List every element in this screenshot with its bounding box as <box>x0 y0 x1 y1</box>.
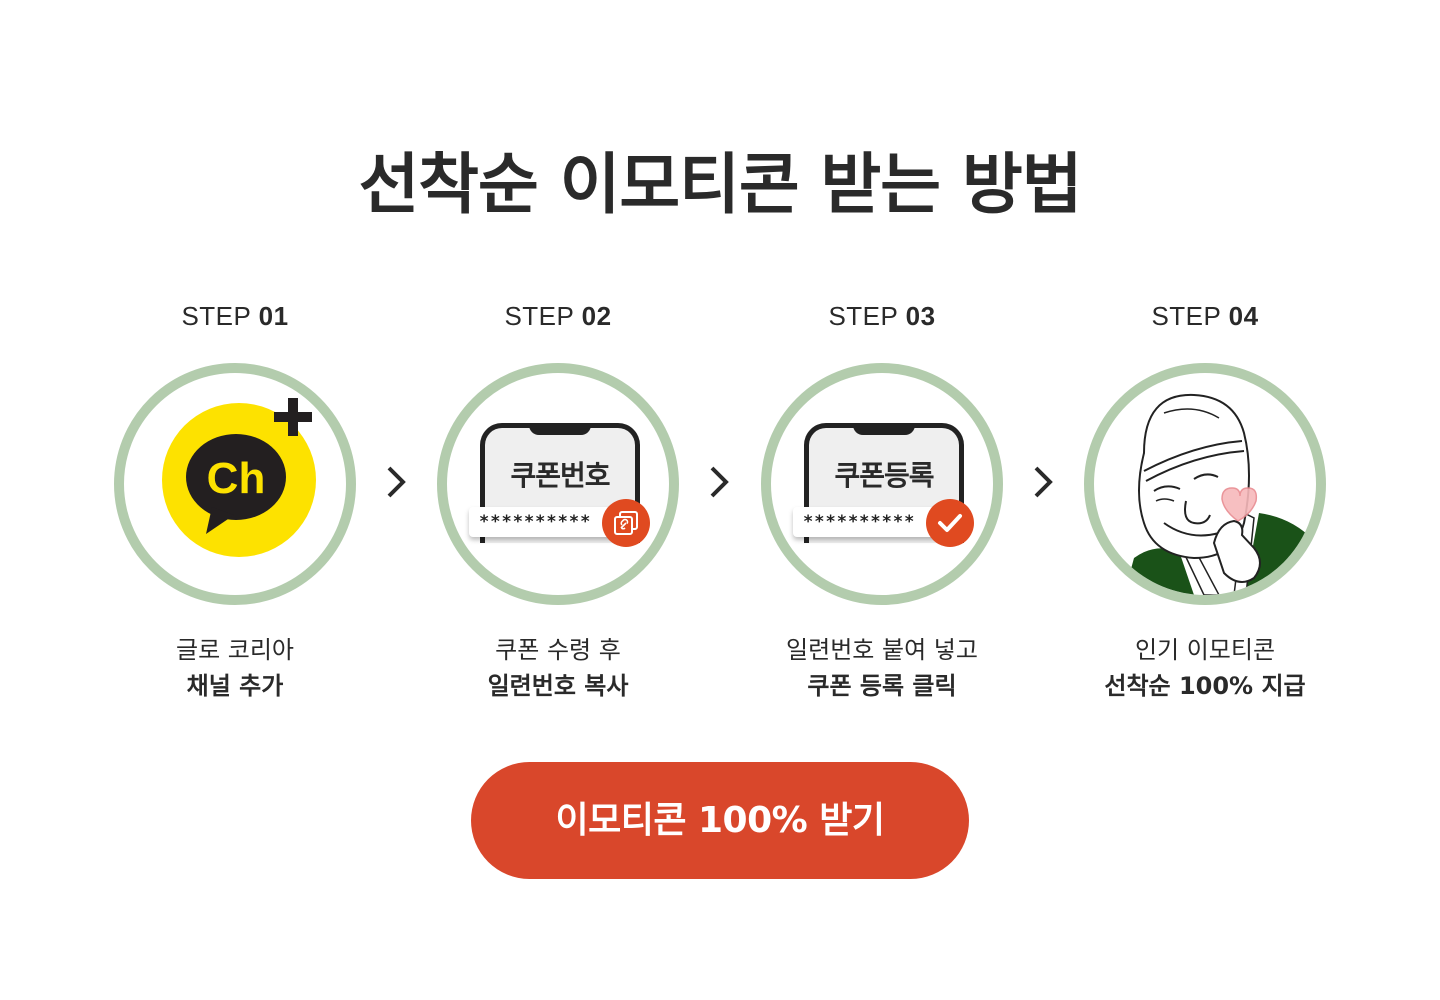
caption-line-2: 일련번호 복사 <box>487 672 629 700</box>
step-prefix: STEP <box>504 301 574 331</box>
step-number: 03 <box>905 301 936 331</box>
page-title: 선착순 이모티콘 받는 방법 <box>358 146 1083 223</box>
step-01-header: STEP 01 <box>105 296 365 336</box>
get-emoticon-button[interactable]: 이모티콘 100% 받기 <box>471 762 969 879</box>
step-label: STEP 02 <box>428 296 688 336</box>
phone-screen-text: 쿠폰등록 <box>834 459 934 492</box>
phone-screen-text: 쿠폰번호 <box>510 459 610 492</box>
checkmark-icon <box>926 499 974 547</box>
caption-line-1: 인기 이모티콘 <box>1134 636 1276 664</box>
step-number: 04 <box>1228 301 1259 331</box>
step-number: 01 <box>258 301 289 331</box>
step-04-icon-ring <box>1084 363 1326 605</box>
phone-notch <box>529 423 591 435</box>
caption-line-1: 일련번호 붙여 넣고 <box>786 636 978 664</box>
caption-line-2: 채널 추가 <box>186 672 284 700</box>
copy-link-icon <box>602 499 650 547</box>
coupon-code-field: ********** <box>469 507 619 537</box>
step-02-icon-ring: 쿠폰번호 ********** <box>437 363 679 605</box>
chevron-right-icon <box>710 466 729 498</box>
step-04-header: STEP 04 <box>1075 296 1335 336</box>
step-02-header: STEP 02 <box>428 296 688 336</box>
chevron-right-icon <box>1034 466 1053 498</box>
step-03-icon-ring: 쿠폰등록 ********** <box>761 363 1003 605</box>
caption-line-1: 쿠폰 수령 후 <box>495 636 621 664</box>
step-01-caption: 글로 코리아 채널 추가 <box>85 632 385 704</box>
step-prefix: STEP <box>181 301 251 331</box>
step-prefix: STEP <box>1151 301 1221 331</box>
step-04-caption: 인기 이모티콘 선착순 100% 지급 <box>1055 632 1355 704</box>
step-03-caption: 일련번호 붙여 넣고 쿠폰 등록 클릭 <box>732 632 1032 704</box>
emoticon-character-heart-icon <box>1124 393 1316 595</box>
chevron-right-icon <box>387 466 406 498</box>
kakao-channel-plus-icon: Ch <box>162 398 316 557</box>
step-02-caption: 쿠폰 수령 후 일련번호 복사 <box>408 632 708 704</box>
step-label: STEP 04 <box>1075 296 1335 336</box>
caption-line-2: 쿠폰 등록 클릭 <box>807 672 957 700</box>
svg-text:Ch: Ch <box>207 454 266 503</box>
phone-notch <box>853 423 915 435</box>
step-01-icon-ring: Ch <box>114 363 356 605</box>
caption-line-2: 선착순 100% 지급 <box>1104 672 1306 700</box>
step-label: STEP 03 <box>752 296 1012 336</box>
caption-line-1: 글로 코리아 <box>175 636 295 664</box>
step-03-header: STEP 03 <box>752 296 1012 336</box>
step-prefix: STEP <box>828 301 898 331</box>
step-number: 02 <box>581 301 612 331</box>
step-label: STEP 01 <box>105 296 365 336</box>
coupon-code-field: ********** <box>793 507 943 537</box>
